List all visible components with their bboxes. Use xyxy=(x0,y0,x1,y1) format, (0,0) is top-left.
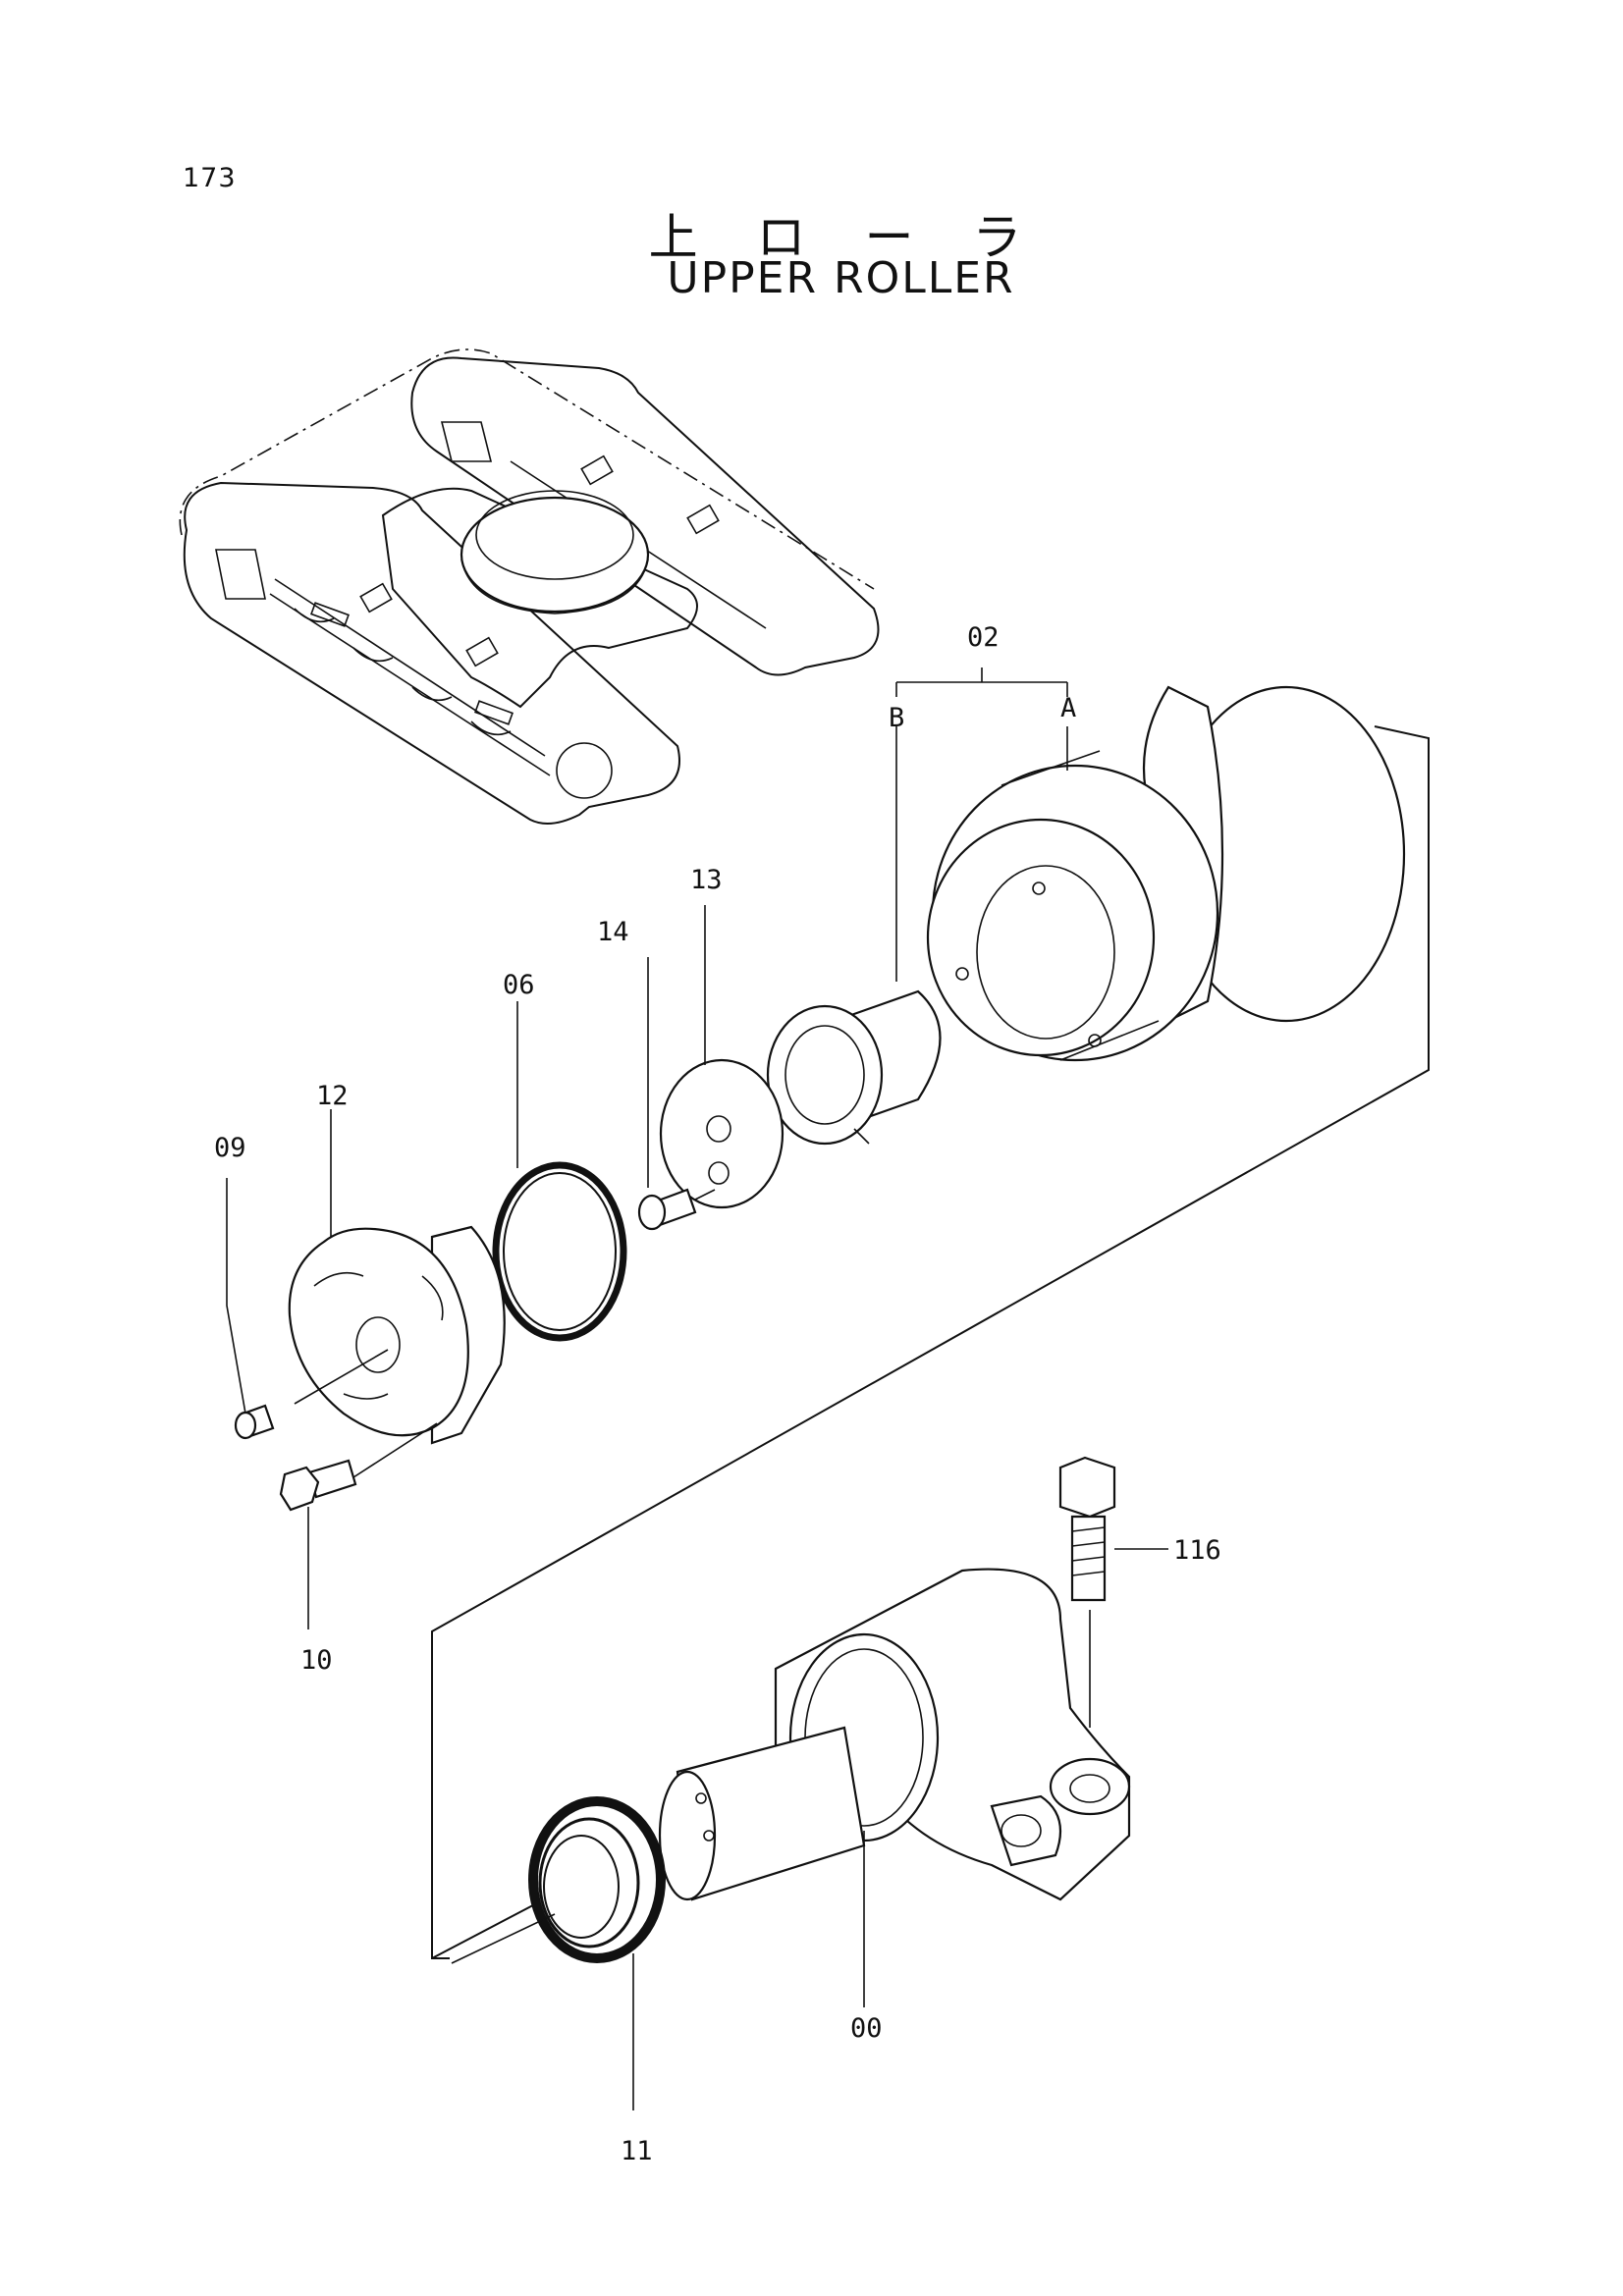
o-ring xyxy=(492,1161,627,1342)
bolt-10 xyxy=(279,1422,438,1512)
callout-A: A xyxy=(1060,693,1076,723)
callout-10: 10 xyxy=(300,1645,333,1676)
thrust-plate xyxy=(659,1058,784,1209)
leader-lines xyxy=(226,667,1168,1629)
callout-11: 11 xyxy=(621,2136,653,2166)
bolt-14 xyxy=(637,1188,716,1231)
callout-09: 09 xyxy=(214,1133,246,1163)
plug-09 xyxy=(234,1404,275,1440)
roller-body xyxy=(926,685,1406,1062)
callout-06: 06 xyxy=(503,970,535,1000)
undercarriage-illustration xyxy=(179,348,880,825)
callout-13: 13 xyxy=(690,865,723,895)
callout-02: 02 xyxy=(967,622,1000,653)
callout-B: B xyxy=(889,703,904,733)
callout-00: 00 xyxy=(850,2013,883,2044)
title-japanese: 上 ロ ー ラ xyxy=(648,209,1044,266)
assembly-outline xyxy=(431,725,1430,1959)
callout-14: 14 xyxy=(597,917,629,947)
bolt-116 xyxy=(1058,1456,1116,1728)
page-number: 173 xyxy=(183,163,237,193)
floating-seal xyxy=(451,1796,666,2110)
title-english: UPPER ROLLER xyxy=(667,253,1015,303)
cover xyxy=(288,1225,506,1445)
callout-116: 116 xyxy=(1173,1535,1221,1566)
callout-12: 12 xyxy=(316,1081,349,1111)
callout-labels: 02 A B 13 14 06 12 09 10 116 00 11 xyxy=(214,622,1221,2166)
bushing xyxy=(766,989,942,1146)
shaft-bracket xyxy=(658,1568,1131,2007)
